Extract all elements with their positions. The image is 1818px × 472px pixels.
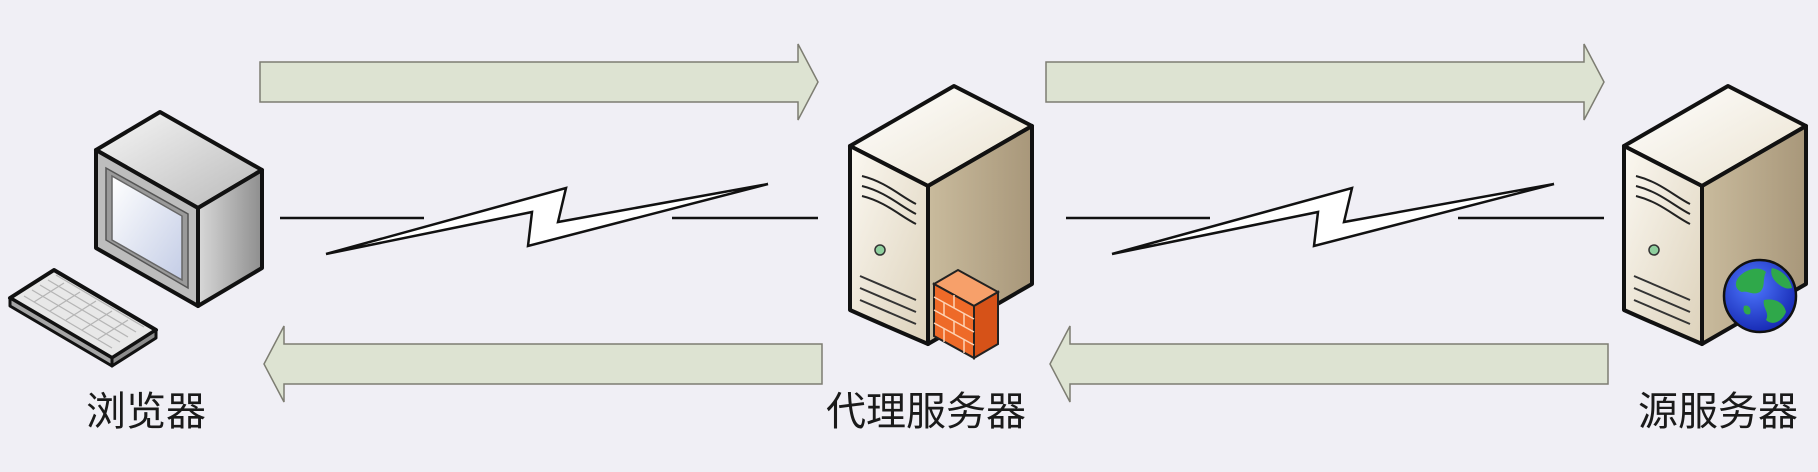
origin-server-label: 源服务器 (1638, 389, 1798, 435)
browser-label: 浏览器 (86, 389, 206, 435)
proxy-server-label: 代理服务器 (826, 389, 1026, 435)
server-with-globe-icon (1622, 84, 1808, 346)
lightning-link-icon (280, 182, 818, 256)
request-arrow-proxy-to-origin (1045, 43, 1605, 121)
response-arrow-proxy-to-browser (263, 325, 823, 403)
lightning-link-icon (1066, 182, 1604, 256)
request-arrow-browser-to-proxy (259, 43, 819, 121)
server-with-firewall-icon (848, 84, 1034, 360)
workstation-icon (8, 110, 264, 368)
response-arrow-origin-to-proxy (1049, 325, 1609, 403)
